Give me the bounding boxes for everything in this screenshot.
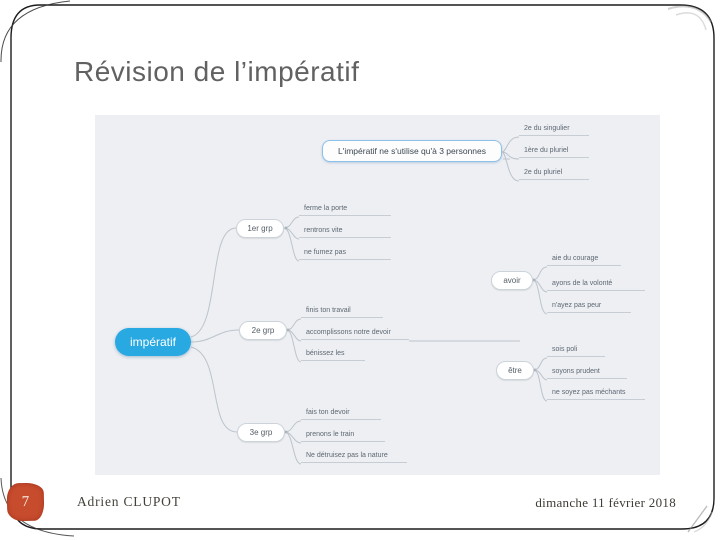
slide-date: dimanche 11 février 2018 xyxy=(535,495,676,510)
example-label: n'ayez pas peur xyxy=(547,300,631,313)
page-number: 7 xyxy=(21,493,30,510)
mindmap-root-node: impératif xyxy=(115,328,191,356)
example-label: ne soyez pas méchants xyxy=(547,387,645,400)
group-node-3e: 3e grp xyxy=(237,423,285,442)
verb-node-etre: être xyxy=(496,361,534,380)
example-label: prenons le train xyxy=(301,429,385,442)
page-title: Révision de l’impératif xyxy=(74,56,360,87)
group-node-2e: 2e grp xyxy=(239,321,287,340)
person-label: 1ère du pluriel xyxy=(519,145,589,158)
example-label: aie du courage xyxy=(547,253,621,266)
verb-node-avoir: avoir xyxy=(491,271,533,290)
author-name: Adrien CLUPOT xyxy=(77,494,181,509)
example-label: ferme la porte xyxy=(299,203,391,216)
group-node-1er: 1er grp xyxy=(236,219,284,238)
example-label: soyons prudent xyxy=(547,366,627,379)
mindmap-image: impératif L'impératif ne s'utilise qu'à … xyxy=(95,115,660,475)
mindmap-rule-node: L'impératif ne s'utilise qu'à 3 personne… xyxy=(322,140,502,162)
example-label: ne fumez pas xyxy=(299,247,391,260)
mindmap-connectors xyxy=(190,136,548,465)
example-label: finis ton travail xyxy=(301,305,383,318)
example-label: bénissez les xyxy=(301,348,365,361)
example-label: Ne détruisez pas la nature xyxy=(301,450,407,463)
example-label: sois poli xyxy=(547,344,605,357)
person-label: 2e du pluriel xyxy=(519,167,589,180)
person-label: 2e du singulier xyxy=(519,123,589,136)
example-label: ayons de la volonté xyxy=(547,278,645,291)
example-label: accomplissons notre devoir xyxy=(301,327,409,340)
example-label: rentrons vite xyxy=(299,225,391,238)
example-label: fais ton devoir xyxy=(301,407,381,420)
page-number-badge: 7 xyxy=(6,482,45,522)
